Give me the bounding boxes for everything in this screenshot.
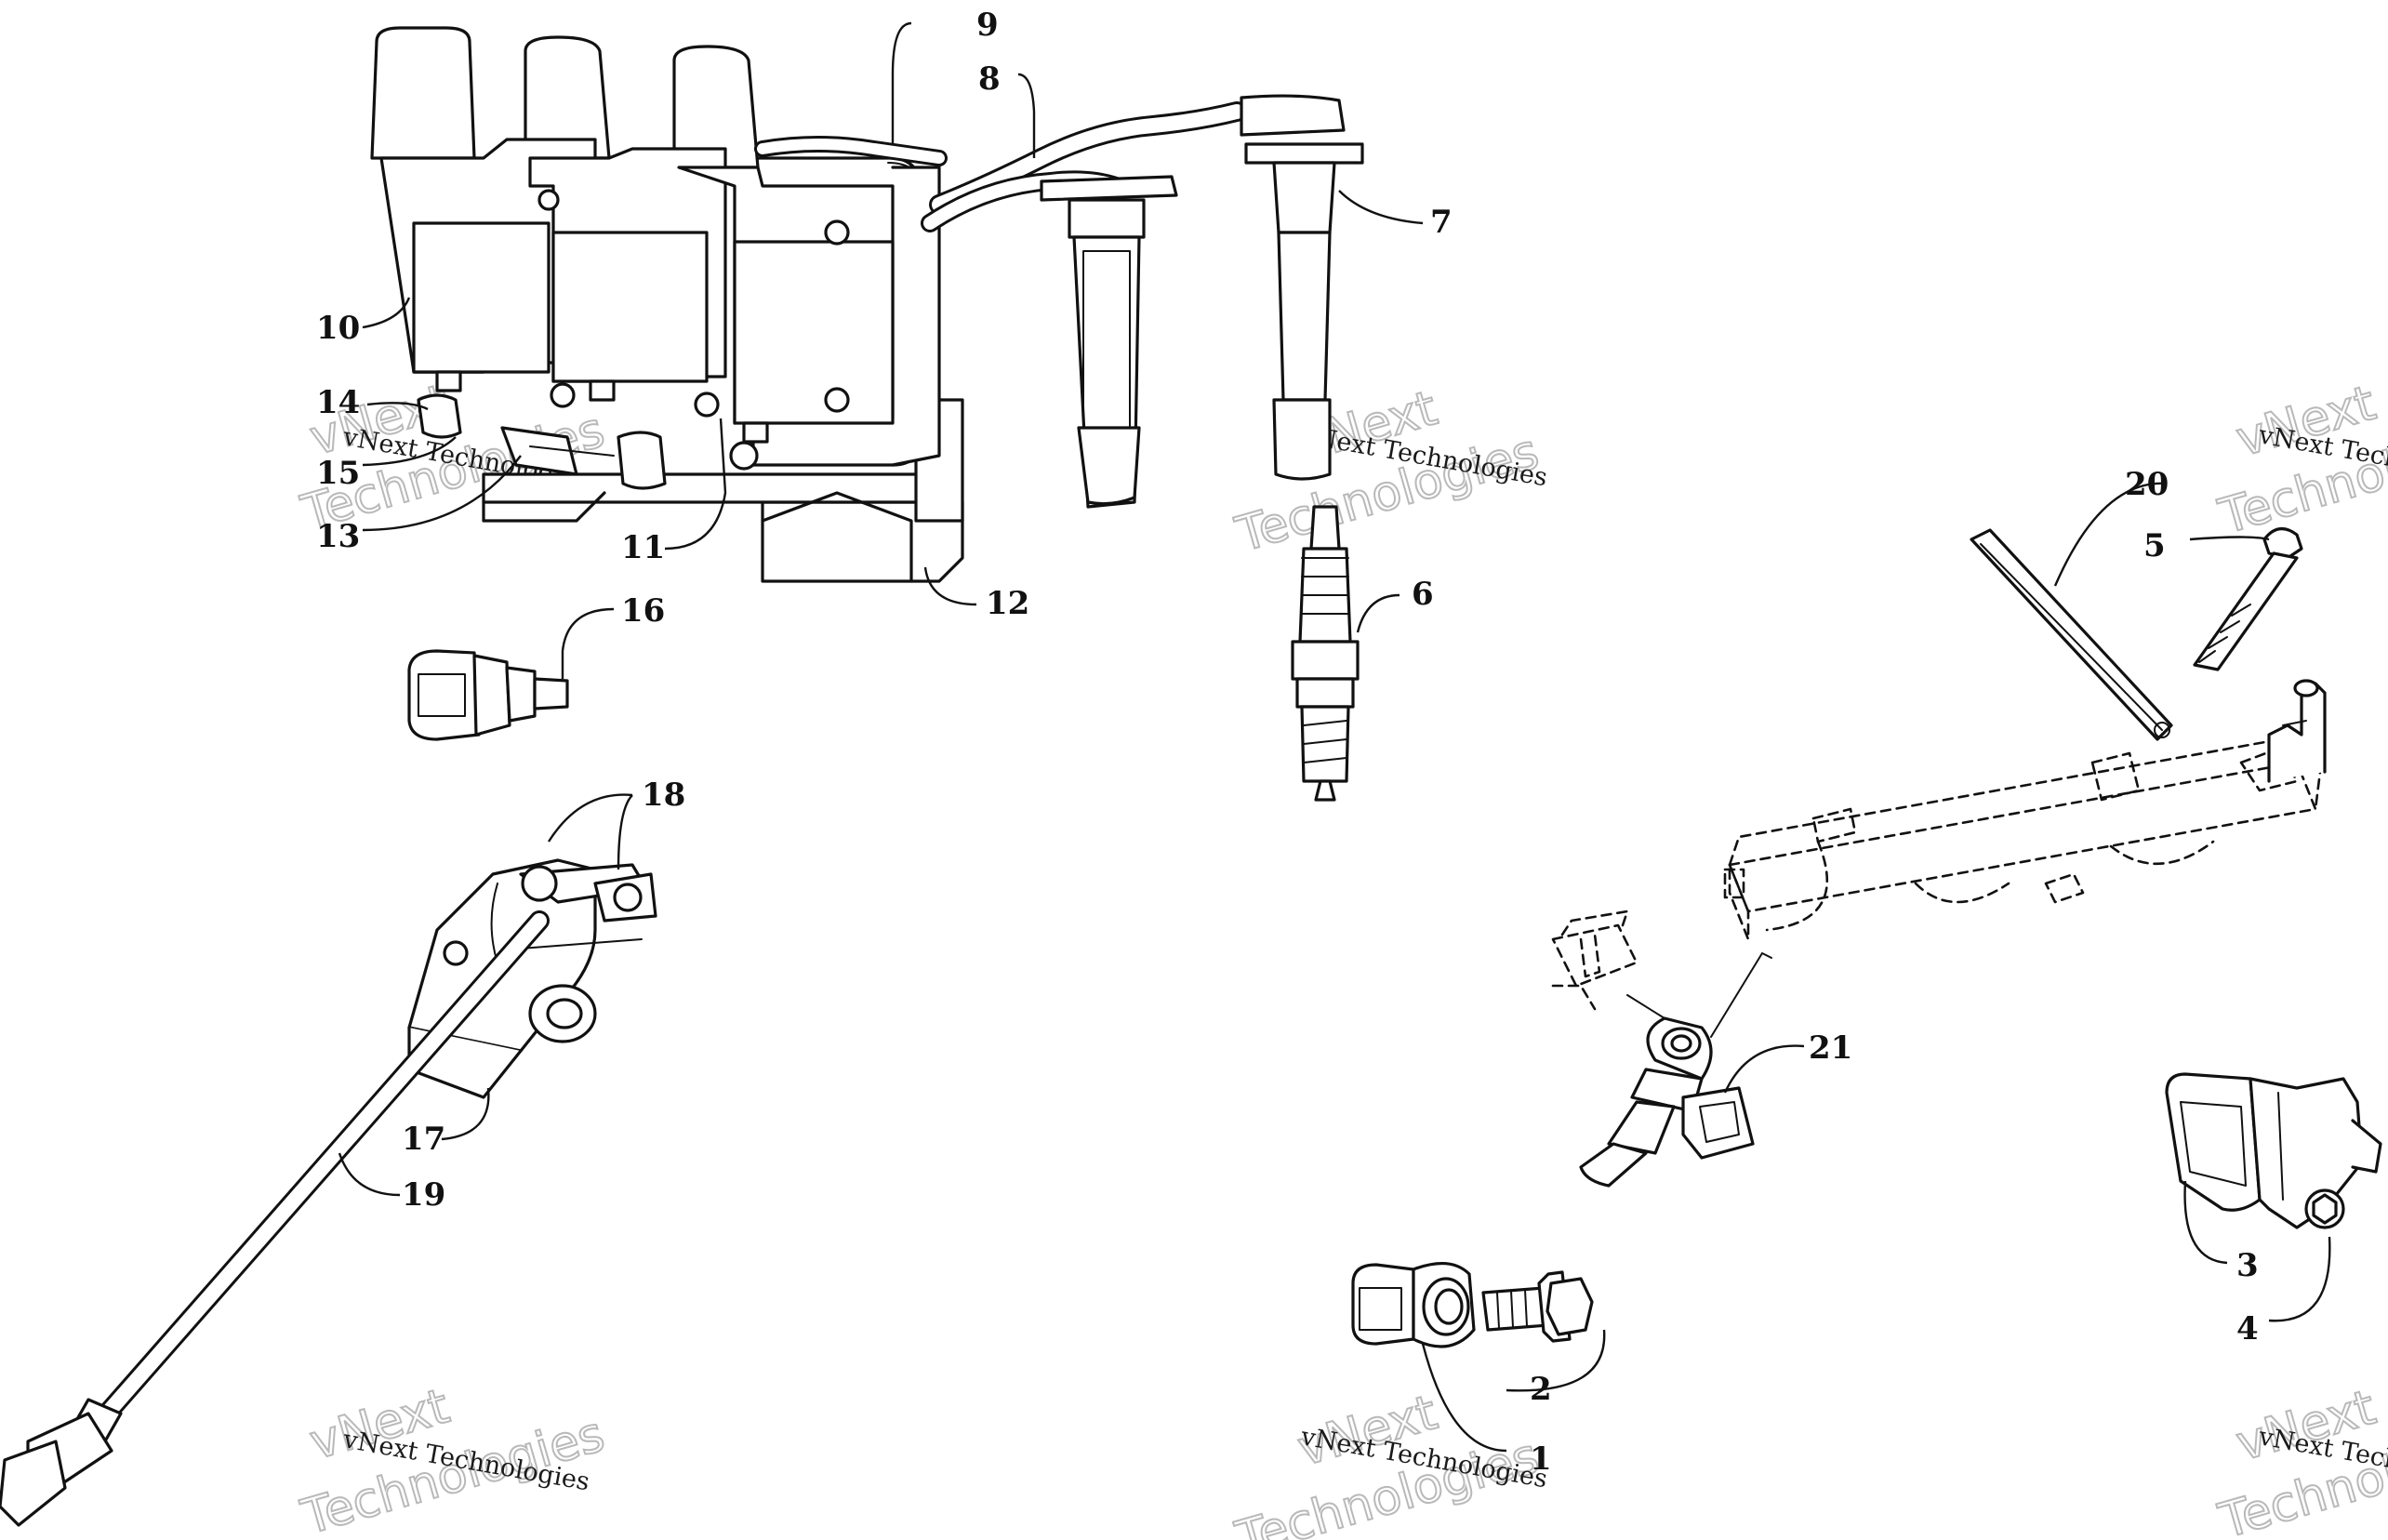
callout-16: 16 <box>621 592 665 630</box>
leader-18a <box>547 793 633 843</box>
map-sensor <box>2165 1072 2382 1229</box>
callout-6: 6 <box>1412 576 1434 613</box>
leader-15 <box>362 436 457 467</box>
callout-17: 17 <box>402 1121 445 1158</box>
spark-plug-wires <box>754 94 1364 509</box>
callout-13: 13 <box>316 518 360 555</box>
leader-4 <box>2268 1236 2331 1322</box>
callout-7: 7 <box>1430 204 1453 241</box>
leader-21 <box>1723 1044 1805 1094</box>
camshaft-position-sensor <box>407 858 657 1099</box>
leader-16 <box>561 607 615 679</box>
leader-13 <box>362 455 522 532</box>
callout-2: 2 <box>1530 1371 1552 1408</box>
ignition-coil-pack <box>370 26 964 583</box>
callout-8: 8 <box>978 60 1001 98</box>
knock-sensor-bolt <box>1481 1270 1594 1343</box>
leader-18b <box>617 794 633 870</box>
fuel-rail-strap <box>1970 528 2173 741</box>
callout-9: 9 <box>976 7 999 44</box>
knock-sensor <box>1351 1261 1476 1348</box>
sensor-harness-wire <box>0 910 550 1527</box>
leader-14 <box>366 402 429 411</box>
leader-17 <box>441 1087 490 1141</box>
callout-18: 18 <box>642 777 685 814</box>
leader-6 <box>1356 593 1400 633</box>
callout-3: 3 <box>2236 1247 2259 1284</box>
callout-20: 20 <box>2125 466 2169 503</box>
spark-plug <box>1291 505 1360 802</box>
leader-12 <box>923 566 977 606</box>
callout-19: 19 <box>402 1176 445 1214</box>
leader-10 <box>362 297 411 329</box>
callout-14: 14 <box>316 384 360 421</box>
callout-4: 4 <box>2236 1310 2259 1348</box>
leader-7 <box>1338 190 1424 225</box>
callout-15: 15 <box>316 455 360 492</box>
coolant-temperature-sensor <box>407 649 569 741</box>
fuel-injector <box>1551 909 1772 1188</box>
callout-10: 10 <box>316 310 360 347</box>
leader-11 <box>664 418 727 551</box>
callout-labels: 9 8 7 10 14 15 13 11 12 6 16 18 17 19 20… <box>316 7 2259 1478</box>
leader-20 <box>2053 482 2168 587</box>
leader-1 <box>1421 1343 1507 1453</box>
leader-3 <box>2183 1180 2228 1265</box>
fuel-rail-bolt <box>2193 527 2303 671</box>
leader-19 <box>338 1152 401 1197</box>
callout-21: 21 <box>1809 1029 1852 1067</box>
callout-1: 1 <box>1530 1440 1552 1478</box>
callout-5: 5 <box>2143 527 2166 564</box>
leader-lines <box>338 21 2331 1453</box>
leader-2 <box>1506 1329 1606 1392</box>
leader-8 <box>1017 73 1036 158</box>
callout-11: 11 <box>621 529 665 566</box>
fuel-rail-assembly <box>1723 679 2327 941</box>
leader-5 <box>2189 536 2270 541</box>
leader-9 <box>891 21 912 144</box>
callout-12: 12 <box>986 585 1029 622</box>
